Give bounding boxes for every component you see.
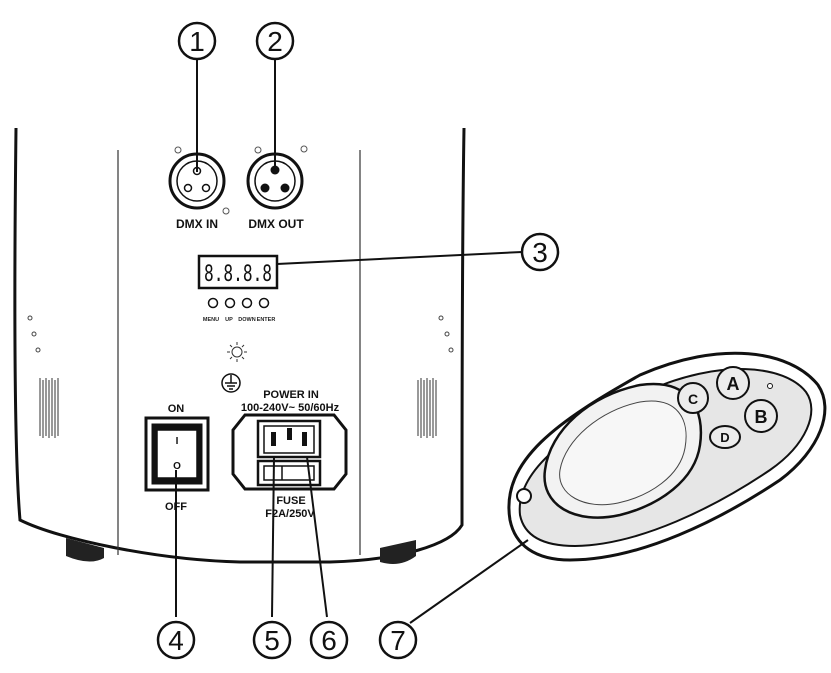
power-rating-label: 100-240V~ 50/60Hz: [241, 402, 340, 414]
callout-7-number: 7: [390, 625, 406, 656]
remote-button-c-label: C: [688, 391, 698, 407]
dmx-in-label: DMX IN: [176, 217, 218, 231]
menu-button-label: MENU: [203, 317, 219, 323]
enter-button-label: ENTER: [257, 317, 276, 323]
dmx-in-connector[interactable]: [168, 146, 230, 215]
remote-button-a[interactable]: [716, 366, 750, 400]
led-display: 8.8.8.8: [197, 254, 279, 290]
sun-symbol-icon: [227, 342, 247, 362]
fuse-label: FUSE: [276, 495, 305, 507]
leader-lines: [175, 56, 529, 624]
callout-6: 6: [309, 620, 349, 660]
remote-button-d-label: D: [720, 430, 729, 445]
foot-right: [380, 540, 416, 564]
keyring-hole-icon: [516, 488, 532, 504]
switch-i-mark: I: [176, 436, 179, 447]
callout-1: 1: [177, 21, 217, 61]
foot-left: [66, 538, 104, 562]
vent-grille-left: [39, 378, 59, 438]
callout-5-number: 5: [264, 625, 280, 656]
dmx-out-label: DMX OUT: [248, 217, 304, 231]
display-readout: 8.8.8.8: [204, 262, 272, 287]
control-buttons: MENU UP DOWN ENTER: [203, 297, 276, 323]
fuse-rating-label: F2A/250V: [265, 508, 315, 520]
remote-button-b-label: B: [755, 407, 768, 427]
remote-control: A B C D: [507, 351, 827, 562]
callout-3-number: 3: [532, 237, 548, 268]
menu-button[interactable]: [207, 297, 219, 309]
callout-4-number: 4: [168, 625, 184, 656]
callout-2-number: 2: [267, 26, 283, 57]
ground-symbol-icon: [221, 373, 241, 393]
remote-button-c[interactable]: [677, 382, 709, 414]
up-button-label: UP: [225, 317, 233, 323]
down-button[interactable]: [241, 297, 253, 309]
up-button[interactable]: [224, 297, 236, 309]
dmx-out-connector[interactable]: [246, 145, 308, 210]
callout-4: 4: [156, 620, 196, 660]
down-button-label: DOWN: [238, 317, 255, 323]
remote-button-a-label: A: [727, 374, 740, 394]
power-in-label: POWER IN: [263, 389, 319, 401]
callout-1-number: 1: [189, 26, 205, 57]
remote-button-d[interactable]: [709, 425, 741, 449]
panel-inner-lines: [117, 150, 361, 555]
switch-o-mark: O: [173, 461, 181, 472]
side-dots: [27, 315, 454, 353]
callout-3: 3: [520, 232, 560, 272]
callout-2: 2: [255, 21, 295, 61]
callout-7: 7: [378, 620, 418, 660]
vent-grille-right: [417, 378, 437, 438]
enter-button[interactable]: [258, 297, 270, 309]
callout-6-number: 6: [321, 625, 337, 656]
remote-button-b[interactable]: [744, 399, 778, 433]
callout-5: 5: [252, 620, 292, 660]
remote-led-icon: [767, 383, 773, 389]
switch-on-label: ON: [168, 403, 185, 415]
fixture-housing: [13, 127, 466, 564]
